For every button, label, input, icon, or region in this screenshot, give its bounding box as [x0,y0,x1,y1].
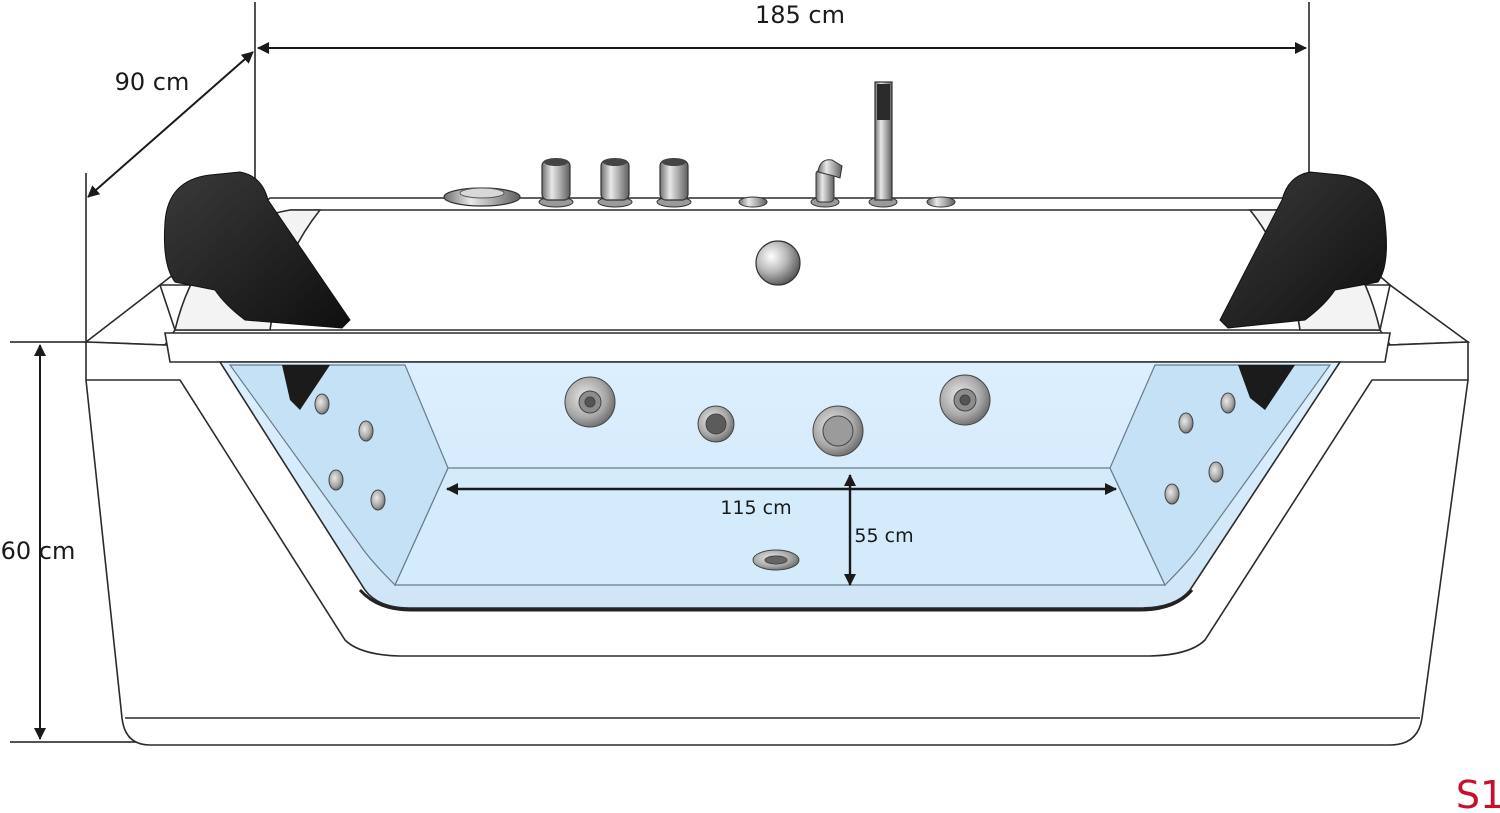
whirlpool-jet-icon [314,374,1236,571]
inner-depth-label: 55 cm [854,525,913,547]
inner-length-label: 115 cm [720,497,791,519]
inner-dimension-arrows [446,474,1117,586]
overflow-ball [755,240,801,286]
length-label: 185 cm [755,1,845,29]
tap-knob [656,158,692,208]
width-arrow [87,51,254,198]
headrest-pillow-icon [1219,171,1387,410]
width-label: 90 cm [115,68,190,96]
dimension-arrows [34,42,1307,740]
drain-icon [443,187,521,207]
height-label: 60 cm [1,537,76,565]
extension-lines [10,2,1310,743]
deck-fittings [443,81,956,286]
tap-knob [538,158,574,208]
tap-knob [597,158,633,208]
headrest-pillow-icon [164,171,351,410]
model-badge: S1 [1456,773,1500,813]
faucet-icon [810,159,843,208]
hand-shower-icon [868,81,898,208]
